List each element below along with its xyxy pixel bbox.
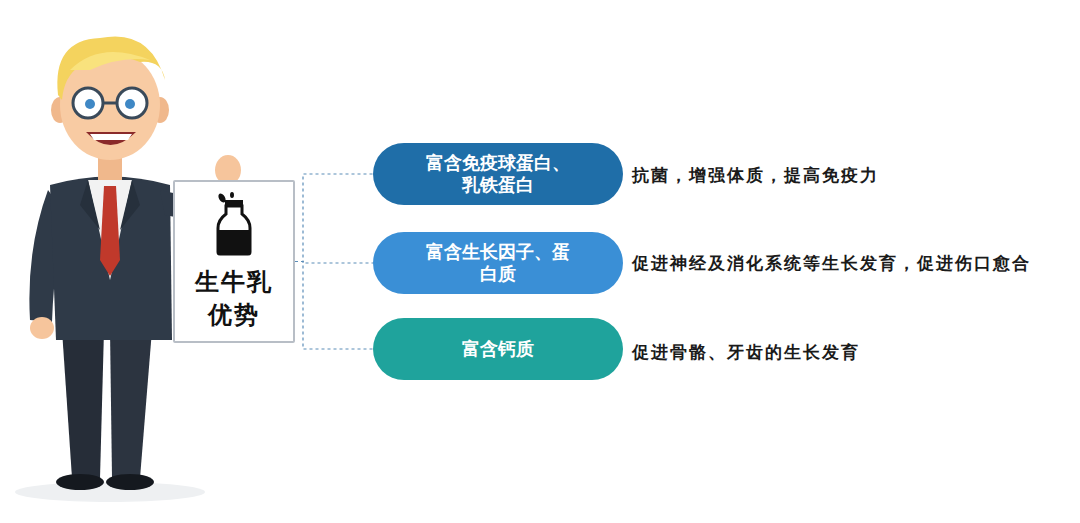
benefit-text: 促进骨骼、牙齿的生长发育	[632, 342, 860, 362]
benefit-text: 抗菌，增强体质，提高免疫力	[632, 165, 879, 185]
pill-text: 富含免疫球蛋白、 乳铁蛋白	[423, 152, 572, 197]
feature-pill: 富含钙质	[373, 318, 623, 380]
pill-text: 富含生长因子、蛋 白质	[423, 241, 572, 286]
benefit-text: 促进神经及消化系统等生长发育，促进伤口愈合	[632, 253, 1031, 273]
pill-text: 富含钙质	[462, 338, 534, 361]
feature-pill: 富含生长因子、蛋 白质	[373, 232, 623, 294]
advantage-card: 生牛乳 优势	[173, 180, 295, 343]
card-title: 生牛乳 优势	[193, 266, 275, 331]
milk-bottle-icon	[212, 192, 256, 256]
dashed-connector	[295, 262, 373, 350]
feature-pill: 富含免疫球蛋白、 乳铁蛋白	[373, 143, 623, 205]
dashed-connector	[295, 262, 373, 264]
dashed-connector	[295, 174, 373, 262]
